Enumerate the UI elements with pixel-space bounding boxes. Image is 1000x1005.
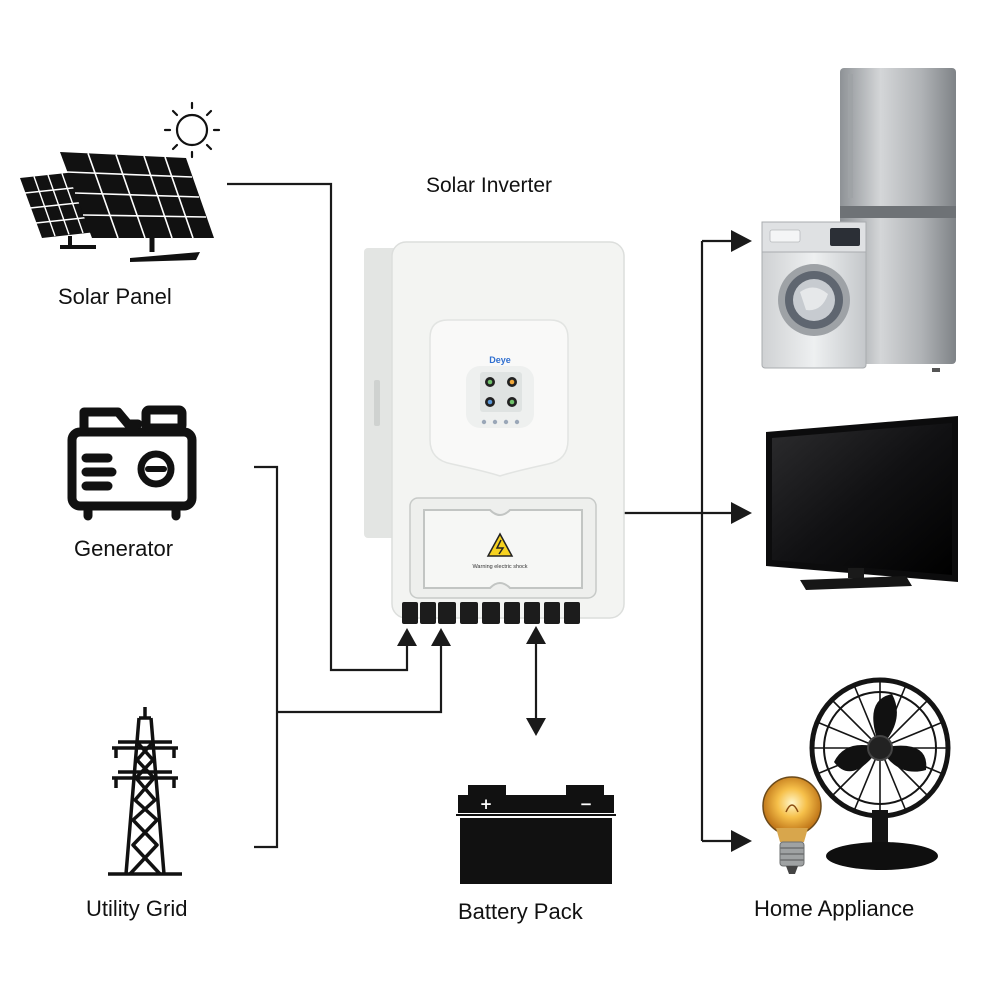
home-appliance-label: Home Appliance xyxy=(754,896,915,921)
battery-pack-label: Battery Pack xyxy=(458,899,583,924)
fan-icon xyxy=(809,677,951,870)
light-bulb-icon xyxy=(762,776,822,874)
transmission-tower-icon xyxy=(108,707,182,876)
arrowheads xyxy=(397,230,752,852)
generator-line xyxy=(254,465,279,849)
battery-icon xyxy=(456,785,616,884)
sun-icon xyxy=(163,101,221,159)
arrow-to-inverter-solar xyxy=(397,628,417,646)
inverter-warning-text: Warning electric shock xyxy=(472,564,527,570)
arrow-to-tv xyxy=(731,502,752,524)
utility-grid-label: Utility Grid xyxy=(86,896,188,921)
washing-machine-icon xyxy=(761,221,867,369)
generator-label: Generator xyxy=(74,536,174,561)
generator-icon xyxy=(67,405,197,521)
solar-to-inverter-line xyxy=(227,182,409,672)
arrow-to-inverter-grid xyxy=(431,628,451,646)
arrow-battery-down xyxy=(526,718,546,736)
solar-panel-icon xyxy=(20,152,214,262)
arrow-to-fan xyxy=(731,830,752,852)
solar-inverter-label: Solar Inverter xyxy=(426,174,553,197)
arrow-to-fridge xyxy=(731,230,752,252)
generator-grid-to-inverter-line xyxy=(277,640,443,714)
arrow-battery-up xyxy=(526,626,546,644)
solar-panel-label: Solar Panel xyxy=(58,284,172,309)
battery-positive-label: + xyxy=(480,795,493,813)
connection-lines xyxy=(227,182,736,849)
television-icon xyxy=(766,416,958,590)
inverter-brand-logo: Deye xyxy=(489,355,511,365)
solar-inverter-device xyxy=(364,241,625,624)
battery-negative-label: − xyxy=(580,795,593,813)
